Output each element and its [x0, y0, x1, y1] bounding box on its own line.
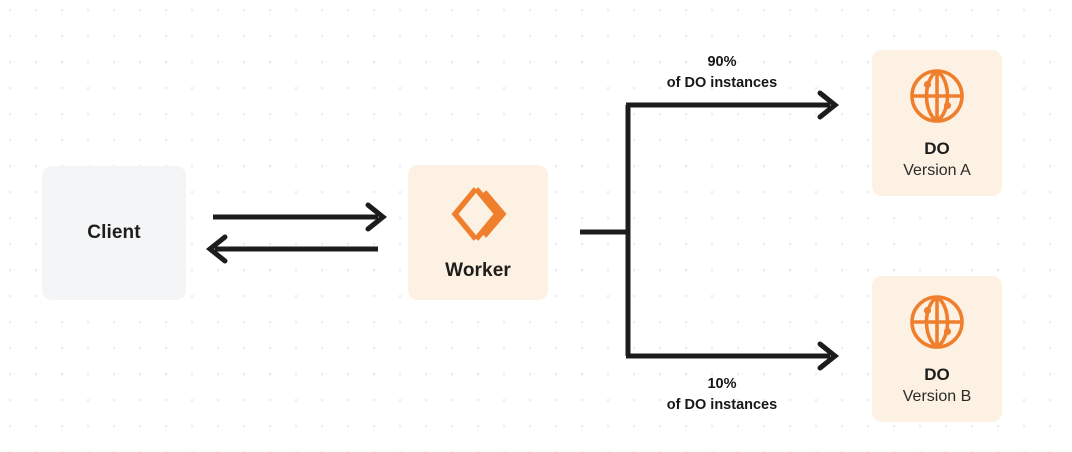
node-client: Client: [42, 166, 186, 300]
edge-label-do-a: 90% of DO instances: [628, 52, 816, 93]
node-do-a-subtitle: Version A: [903, 162, 971, 180]
cloudflare-workers-icon: [447, 183, 509, 245]
edge-label-do-b-percent: 10%: [707, 376, 737, 392]
node-do-version-a: DO Version A: [872, 50, 1002, 196]
node-client-title: Client: [87, 221, 141, 243]
node-worker-title: Worker: [445, 260, 511, 282]
edge-label-do-a-percent: 90%: [707, 54, 737, 70]
edge-label-do-a-text: of DO instances: [666, 74, 778, 91]
edge-label-do-b: 10% of DO instances: [628, 374, 816, 415]
node-do-a-title: DO: [924, 138, 950, 158]
edge-label-do-b-text: of DO instances: [666, 396, 778, 413]
globe-icon: [907, 292, 967, 352]
node-worker: Worker: [408, 165, 548, 300]
node-do-b-subtitle: Version B: [902, 388, 972, 406]
arrow-worker-to-do-a: [626, 90, 840, 120]
arrow-client-to-worker: [213, 202, 388, 232]
node-do-b-title: DO: [924, 364, 950, 384]
arrow-worker-to-do-b: [626, 341, 840, 371]
globe-icon: [907, 66, 967, 126]
node-do-version-b: DO Version B: [872, 276, 1002, 422]
arrow-worker-to-client: [205, 234, 378, 264]
